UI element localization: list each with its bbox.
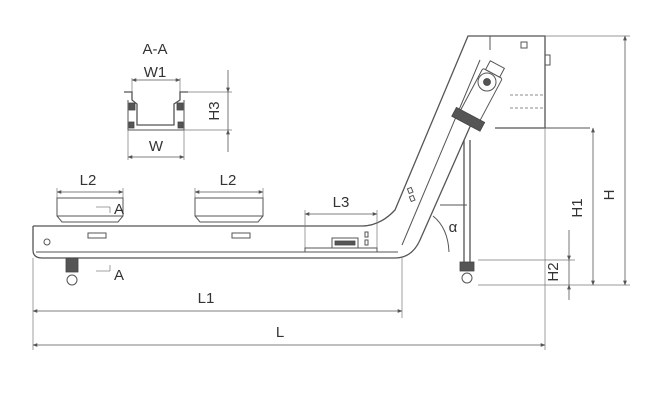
section-foot-right [177,121,184,129]
w1-label: W1 [144,64,167,81]
w-label: W [149,138,164,155]
h1-label: H1 [569,198,586,217]
section-mark-top-label: A [114,201,124,218]
head-bolt [520,41,528,49]
l2-right-label: L2 [220,172,237,189]
discharge-box-inner [334,240,356,246]
h2-label: H2 [545,262,562,281]
conveyor-top-edge [33,35,490,227]
discharge-plate [304,247,378,253]
section-rail-left [128,102,136,111]
section-aa-label: A-A [142,41,167,58]
l2-left-label: L2 [80,172,97,189]
slot-right [231,232,251,239]
hopper-right [194,197,264,223]
left-support: A [65,257,124,286]
incline-section: α [401,35,590,284]
hoppers: L2 L2 A [56,172,264,223]
section-mark-bottom-label: A [114,267,124,284]
section-aa: A-A W1 W H3 [124,41,232,160]
support-caster-wheel [461,272,473,284]
section-foot-left [128,121,135,129]
slot-left [87,232,107,239]
motor-flange [451,106,486,132]
alpha-label: α [449,219,458,236]
motor [451,60,506,132]
small-marker-a [364,231,369,238]
end-roller-hole [43,238,51,246]
discharge-box [331,237,359,249]
horizontal-dimensions: L1 L [32,128,546,350]
vertical-dimensions: H H1 H2 [478,35,630,300]
h-label: H [601,190,618,201]
left-caster-wheel [66,274,78,286]
section-profile-body [127,100,185,131]
l1-label: L1 [198,290,215,307]
incline-slot-b [408,194,416,203]
conveyor-bottom-edge [32,69,496,259]
motor-pulley-hub [483,78,491,86]
l-label: L [276,324,284,341]
support-caster-block [459,261,475,272]
small-marker-b [364,239,369,246]
alpha-arc [432,215,450,253]
conveyor-body: L3 [32,35,496,259]
incline-slot-a [406,186,414,195]
h3-label: H3 [206,101,223,120]
l3-label: L3 [333,194,350,211]
section-profile-outer [124,91,188,126]
incline-inner-line [401,59,481,246]
left-leg-block [65,257,79,273]
motor-cap [484,60,506,78]
section-rail-right [176,102,184,111]
head-side-bracket [544,54,551,66]
